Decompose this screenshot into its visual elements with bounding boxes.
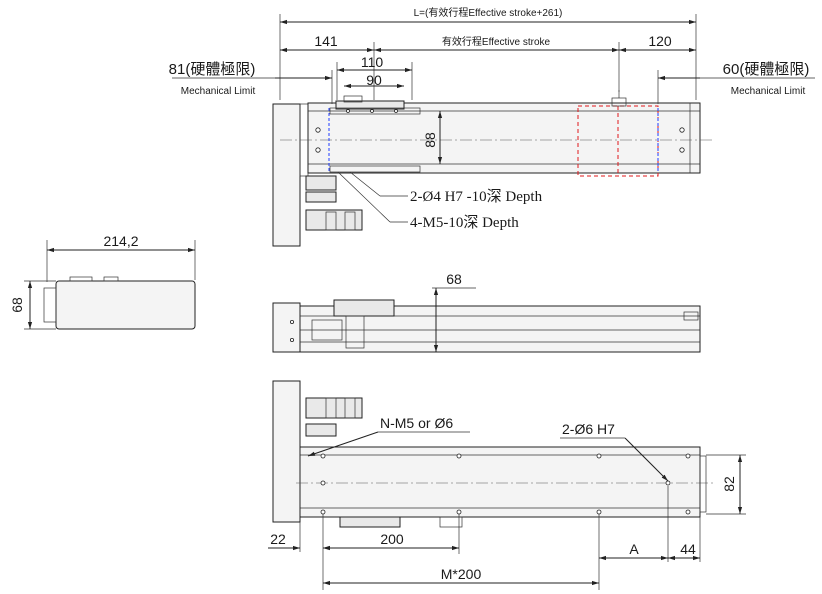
end-view-width: 214,2 bbox=[103, 233, 138, 249]
bottom-view: N-M5 or Ø6 2-Ø6 H7 82 22 200 A 44 M*200 bbox=[268, 380, 746, 590]
end-view: 214,2 68 bbox=[9, 233, 196, 330]
end-view-body bbox=[55, 280, 196, 330]
dim-141: 141 bbox=[314, 33, 338, 49]
dim-88: 88 bbox=[422, 132, 438, 148]
dim-82: 82 bbox=[721, 476, 737, 492]
pin-callout: 2-Ø4 H7 -10深 Depth bbox=[410, 188, 543, 205]
dim-22: 22 bbox=[270, 531, 286, 547]
overall-length-label: L=(有效行程Effective stroke+261) bbox=[414, 6, 563, 19]
dim-200: 200 bbox=[380, 531, 404, 547]
bottom-motor-flange bbox=[272, 380, 301, 523]
end-view-height: 68 bbox=[9, 297, 25, 313]
tap-callout: 4-M5-10深 Depth bbox=[410, 214, 519, 231]
dim-90: 90 bbox=[366, 72, 382, 88]
dim-120: 120 bbox=[648, 33, 672, 49]
dim-m200: M*200 bbox=[441, 566, 482, 582]
side-motor-flange bbox=[272, 302, 301, 353]
hard-limit-right: 60(硬體極限) bbox=[723, 61, 810, 78]
bottom-rail-body bbox=[299, 446, 701, 518]
dim-a: A bbox=[629, 541, 639, 557]
mech-limit-left: Mechanical Limit bbox=[181, 86, 256, 97]
side-view-height: 68 bbox=[446, 271, 462, 287]
carriage bbox=[335, 100, 405, 110]
pins-callout: 2-Ø6 H7 bbox=[562, 421, 615, 437]
motor-flange bbox=[272, 103, 301, 247]
mech-limit-right: Mechanical Limit bbox=[731, 86, 806, 97]
side-view: 68 bbox=[272, 271, 701, 353]
top-view: L=(有效行程Effective stroke+261) 141 有效行程Eff… bbox=[169, 6, 815, 247]
rail-body bbox=[307, 102, 701, 174]
holes-callout: N-M5 or Ø6 bbox=[380, 415, 453, 431]
dim-44: 44 bbox=[680, 541, 696, 557]
hard-limit-left: 81(硬體極限) bbox=[169, 61, 256, 78]
dim-110: 110 bbox=[361, 54, 384, 70]
effective-stroke-label: 有效行程Effective stroke bbox=[442, 35, 551, 48]
